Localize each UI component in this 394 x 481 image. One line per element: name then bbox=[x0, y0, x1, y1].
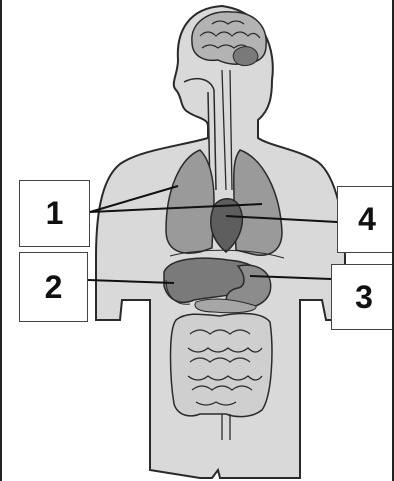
label-box-2: 2 bbox=[19, 252, 88, 322]
label-3-text: 3 bbox=[355, 279, 373, 316]
left-border bbox=[0, 0, 2, 481]
label-2-text: 2 bbox=[45, 269, 63, 306]
label-box-1: 1 bbox=[19, 180, 90, 247]
label-4-text: 4 bbox=[358, 201, 376, 238]
label-box-3: 3 bbox=[331, 264, 394, 330]
label-box-4: 4 bbox=[337, 186, 394, 253]
label-1-text: 1 bbox=[46, 195, 64, 232]
large-intestine bbox=[171, 314, 272, 417]
cerebellum bbox=[233, 47, 258, 66]
